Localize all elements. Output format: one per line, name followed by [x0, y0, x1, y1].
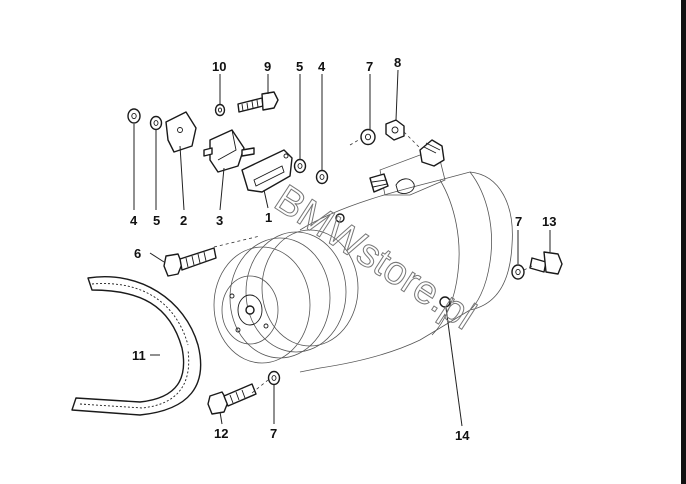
callout-14: 14	[455, 428, 470, 443]
callout-4-top: 4	[318, 59, 326, 74]
callout-9: 9	[264, 59, 271, 74]
washer-7-bottom	[267, 370, 281, 386]
callout-7-top: 7	[366, 59, 373, 74]
bracket-plate-2	[165, 111, 197, 153]
callout-7-right: 7	[515, 214, 522, 229]
washer-4-right	[315, 169, 329, 185]
rubber-mount-3	[203, 129, 255, 173]
callout-6: 6	[134, 246, 141, 261]
callout-numbers: 10 9 5 4 7 8 4 5 2 3 1 6 7 13 11 12 7 14	[130, 55, 556, 443]
bolt-6	[163, 247, 217, 277]
callout-4-left: 4	[130, 213, 138, 228]
callout-5-left: 5	[153, 213, 160, 228]
callout-1: 1	[265, 210, 272, 225]
bolt-13	[529, 251, 563, 275]
callout-7-bottom: 7	[270, 426, 277, 441]
washer-7-top	[360, 128, 376, 146]
leader-lines	[133, 69, 551, 427]
nut-8	[385, 119, 405, 141]
washer-10	[214, 103, 226, 117]
callout-13: 13	[542, 214, 556, 229]
callout-10: 10	[212, 59, 226, 74]
washer-7-right	[511, 264, 525, 280]
washer-5-right	[293, 158, 307, 174]
watermark: BMWstore.pl	[267, 177, 483, 339]
ac-compressor	[299, 139, 513, 373]
drive-belt	[71, 276, 202, 416]
callout-11: 11	[132, 348, 146, 363]
lock-washer-5-left	[149, 115, 163, 131]
scan-edge-bar	[681, 0, 686, 484]
callout-3: 3	[216, 213, 223, 228]
mounting-bracket-1	[241, 149, 293, 193]
washer-4-left	[127, 108, 141, 124]
bolt-9	[237, 91, 279, 113]
callout-2: 2	[180, 213, 187, 228]
clutch-pulley	[213, 229, 359, 364]
bolt-12	[207, 383, 257, 415]
callout-5-top: 5	[296, 59, 303, 74]
callout-8: 8	[394, 55, 401, 70]
callout-12: 12	[214, 426, 228, 441]
